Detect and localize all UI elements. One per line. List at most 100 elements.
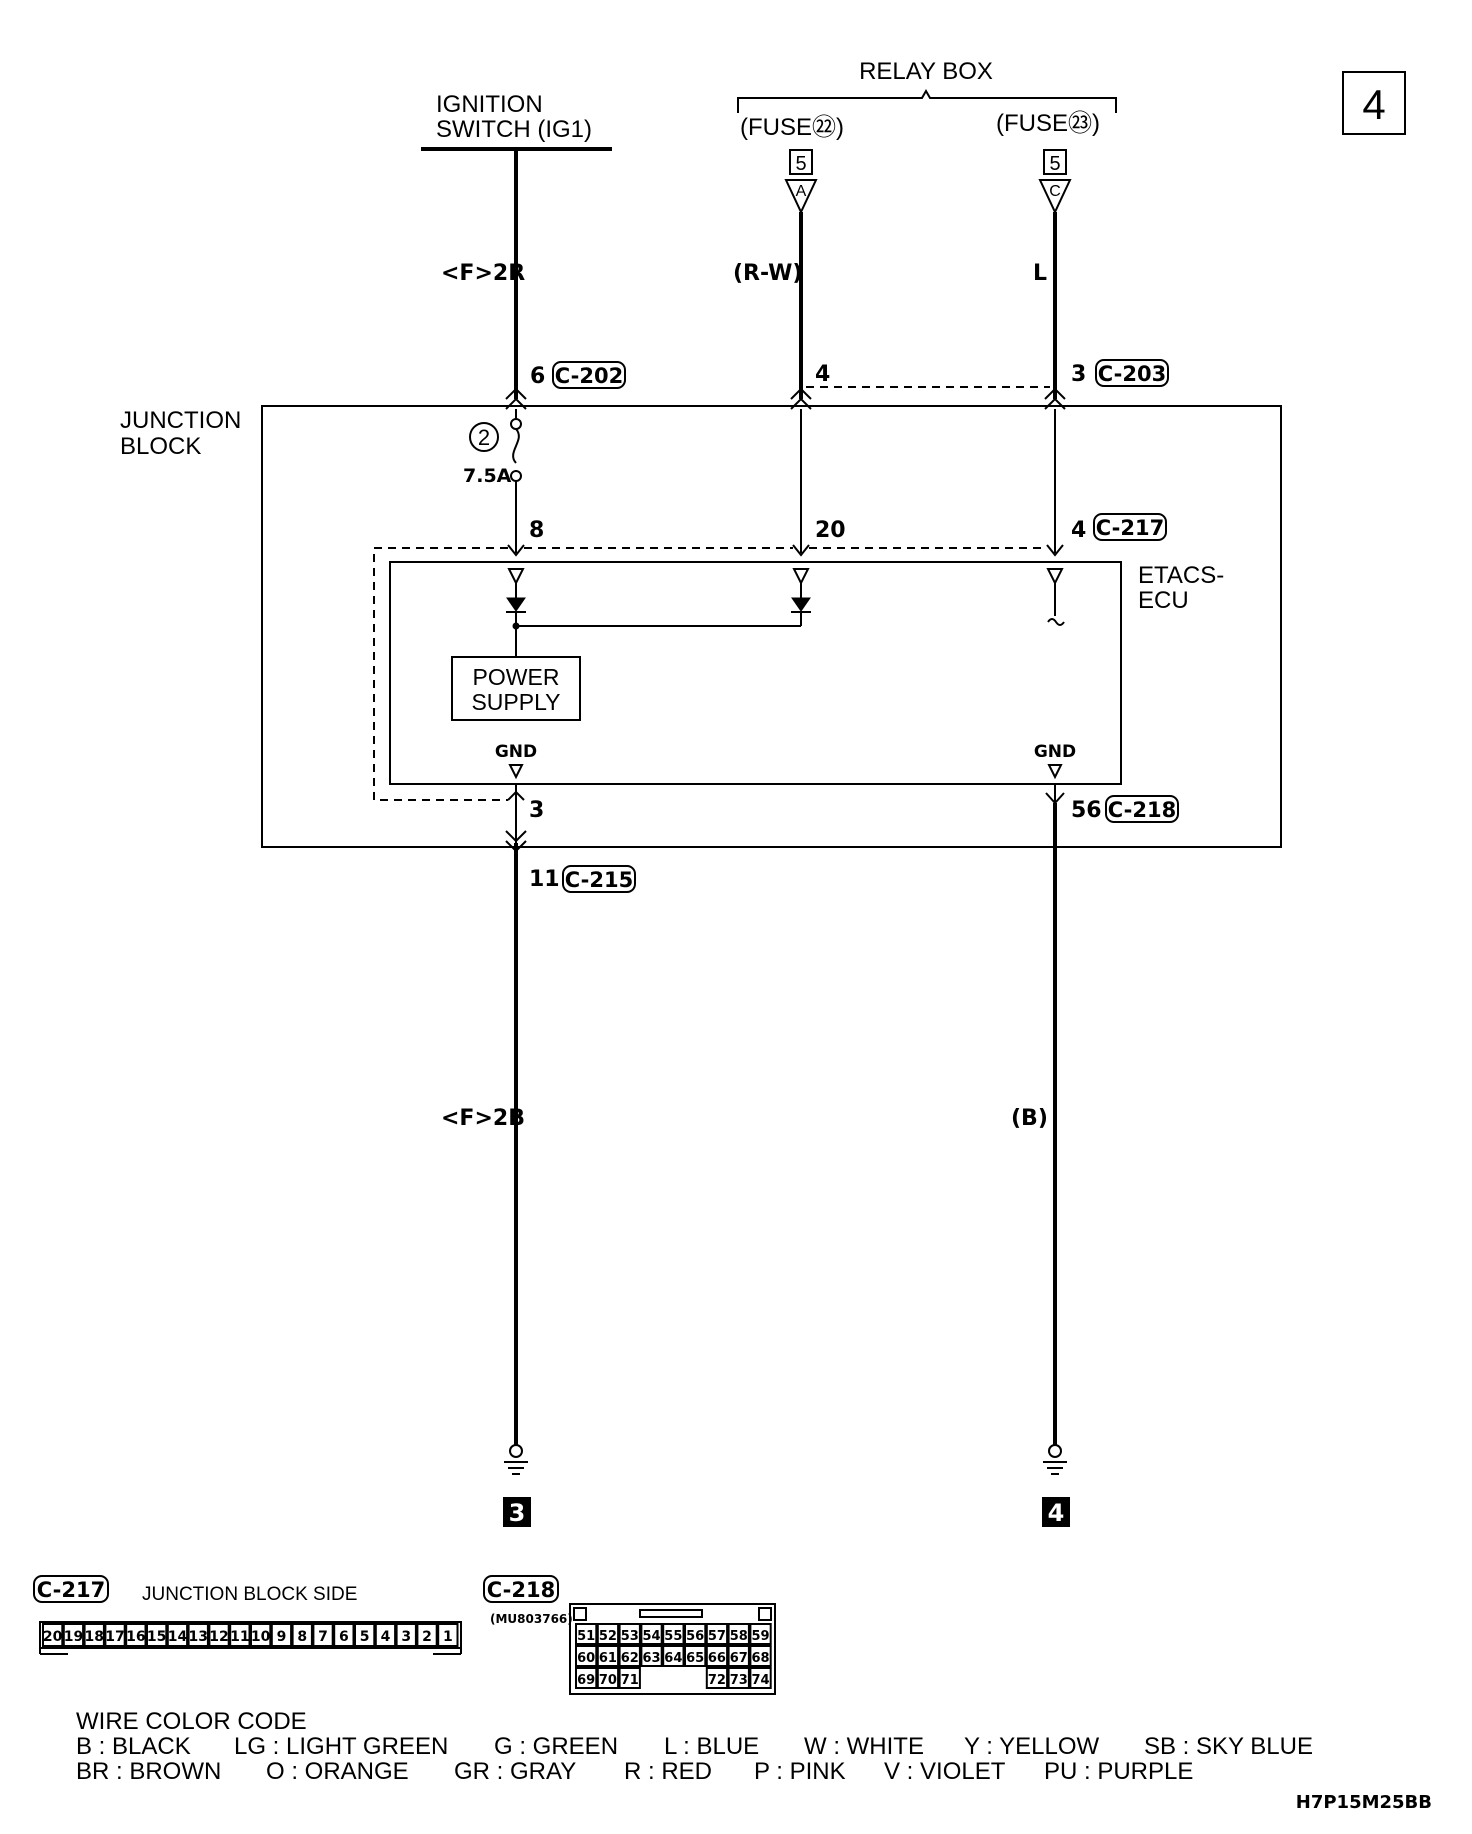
ground-3-number: 3 <box>509 1499 526 1527</box>
c218-pin-number: 70 <box>599 1673 617 1688</box>
legend-entry: PU : PURPLE <box>1044 1758 1193 1785</box>
gnd-terminal-left <box>508 764 524 780</box>
pin-6-label: 6 <box>530 364 545 389</box>
c217-pin-cell <box>312 1623 334 1647</box>
c217-pin-number: 8 <box>297 1629 307 1645</box>
etacs-ecu: ETACS- ECU POWER SUPPLY GND GND <box>373 547 1224 801</box>
pin-8-arrow <box>507 544 525 557</box>
c217-pin-number: 5 <box>360 1629 370 1645</box>
c218-pin-cell <box>749 1645 772 1667</box>
c217-pin-cell <box>416 1623 438 1647</box>
legend-entry: B : BLACK <box>76 1733 191 1760</box>
c218-pin-number: 61 <box>599 1651 617 1666</box>
c217-pin-cell <box>187 1623 209 1647</box>
c217-pin-number: 4 <box>381 1629 391 1645</box>
c217-pin-cell <box>354 1623 376 1647</box>
c218-pin-number: 52 <box>599 1629 617 1644</box>
c218-detail-label: C-218 <box>487 1578 555 1602</box>
c218-pin-number: 69 <box>577 1673 595 1688</box>
c217-pin-cell <box>437 1623 459 1647</box>
c203-tag <box>1095 359 1169 387</box>
wires: <F>2R (R-W) L <F>2B (B) <box>441 149 1057 1446</box>
pin-56-label: 56 <box>1071 798 1102 823</box>
c217-pin-cell <box>250 1623 272 1647</box>
terminal-a-arrow <box>784 179 818 215</box>
top-connectors: 6 C-202 4 3 C-203 <box>505 359 1169 410</box>
c218-pin-cell <box>575 1645 598 1667</box>
c217-pin-number: 2 <box>422 1629 432 1645</box>
gnd-label-left: GND <box>495 742 537 762</box>
c217-pin-number: 14 <box>168 1629 188 1645</box>
pin-8-label: 8 <box>529 518 544 543</box>
c218-pin-cell <box>596 1623 620 1645</box>
c218-pin-number: 60 <box>577 1651 595 1666</box>
junction-dot <box>512 622 520 630</box>
c218-pin-number: 62 <box>621 1651 639 1666</box>
c218-pin-number: 59 <box>752 1629 770 1644</box>
pin-3-chevron <box>507 790 525 801</box>
power-supply-box <box>451 656 581 721</box>
junction-block-outline <box>261 405 1282 848</box>
fuse-number-circle <box>469 422 499 452</box>
c217-label: C-217 <box>1096 516 1164 540</box>
ignition-label-line2: SWITCH (IG1) <box>436 116 592 143</box>
c217-pin-number: 17 <box>105 1629 124 1645</box>
c217-pin-number: 3 <box>401 1629 411 1645</box>
gnd-terminal-right <box>1047 764 1063 780</box>
ignition-label-line1: IGNITION <box>436 91 543 118</box>
ecu-terminal-4 <box>1046 568 1064 586</box>
pin-20-arrow <box>792 544 810 557</box>
legend-entry: GR : GRAY <box>454 1758 576 1785</box>
terminal-a-letter: A <box>796 183 807 200</box>
c218-pin-number: 56 <box>686 1629 704 1644</box>
c217-pin-housing <box>39 1621 462 1649</box>
c218-pin-number: 51 <box>577 1629 595 1644</box>
ground-4-number: 4 <box>1048 1499 1065 1527</box>
c218-pin-cell <box>705 1623 729 1645</box>
c218-pin-number: 64 <box>664 1651 682 1666</box>
c218-pin-cell <box>662 1623 685 1645</box>
ecu-terminal-8 <box>507 568 525 586</box>
fuse22-label: (FUSE㉒) <box>740 114 844 141</box>
c217-pin-cell <box>291 1623 313 1647</box>
c202-label: C-202 <box>555 364 623 388</box>
c218-pin-number: 54 <box>643 1629 661 1644</box>
c217-pin-cell <box>208 1623 230 1647</box>
c218-pin-cell <box>618 1645 641 1667</box>
c218-pin-cell <box>727 1667 750 1689</box>
c218-pin-cell <box>618 1623 641 1645</box>
gnd-label-right: GND <box>1034 742 1076 762</box>
c217-pin-cell <box>146 1623 168 1647</box>
c218-pin-number: 72 <box>708 1673 726 1688</box>
c218-part-number: (MU803766) <box>490 1612 573 1626</box>
c218-pin-cell <box>596 1667 620 1689</box>
pin-4-top-label: 4 <box>815 362 830 387</box>
c218-latch <box>639 1609 703 1618</box>
fuse-rating: 7.5A <box>463 465 512 487</box>
c218-pin-number: 71 <box>621 1673 639 1688</box>
c215-label: C-215 <box>565 868 633 892</box>
c217-detail-label: C-217 <box>37 1578 105 1602</box>
ground-4: 4 <box>1042 1444 1070 1527</box>
power-supply-line2: SUPPLY <box>471 689 560 715</box>
wire-label-ground2: (B) <box>1011 1106 1048 1131</box>
fuse-terminal-bottom <box>510 470 522 482</box>
c218-pin-cell <box>618 1667 641 1689</box>
junction-block-label-line1: JUNCTION <box>120 407 241 434</box>
ground-4-badge <box>1042 1497 1070 1527</box>
c218-pin-cell <box>596 1645 620 1667</box>
c217-pin-cell <box>333 1623 355 1647</box>
c217-pin-cell <box>62 1623 85 1647</box>
legend-title: WIRE COLOR CODE <box>76 1708 307 1735</box>
ground-4-terminal <box>1048 1444 1062 1458</box>
c203-label: C-203 <box>1098 362 1166 386</box>
wire-label-fuse23: L <box>1033 261 1047 286</box>
terminal-c-letter: C <box>1049 183 1061 200</box>
c218-pin-number: 68 <box>752 1651 770 1666</box>
etacs-label-line2: ECU <box>1138 587 1189 614</box>
